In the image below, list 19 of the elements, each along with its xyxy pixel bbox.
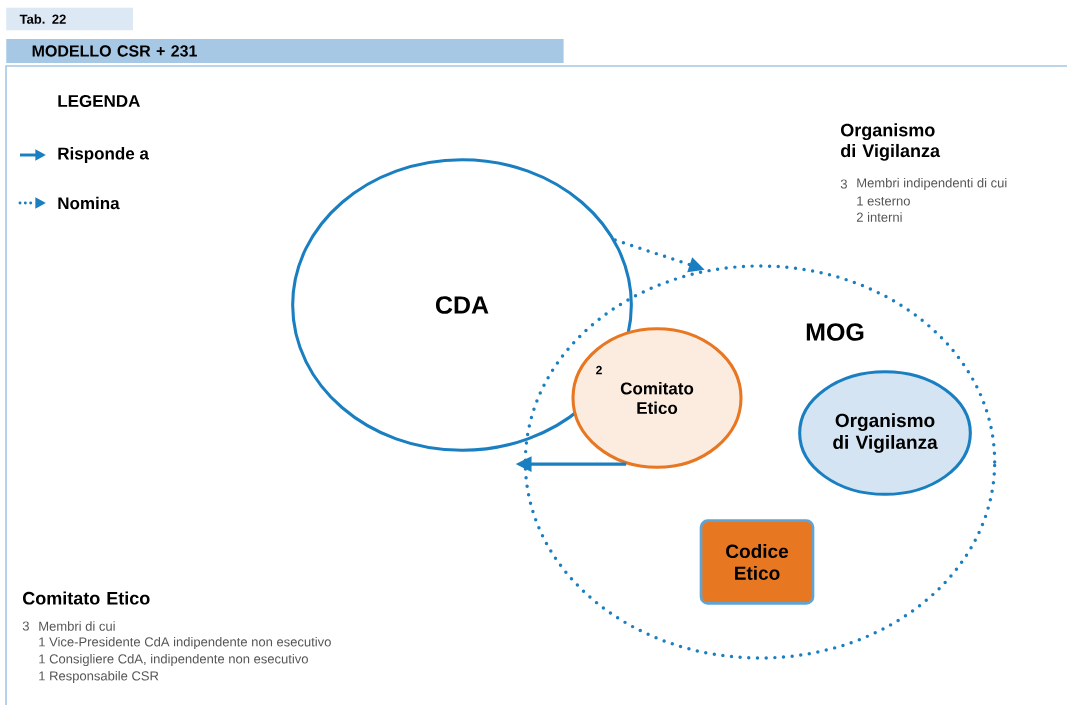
member-text: 1 Consigliere CdA, indipendente non esecutivo [39,653,308,667]
tab-label: Tab. 22 [6,7,133,31]
member-text: Membri di cui [39,621,115,631]
heading: Organismo di Vigilanza [841,123,941,161]
member-text: 1 esterno [857,196,910,206]
member-count: 3 [22,621,29,631]
circle-label: MOG [806,323,864,341]
process-box: Codice Etico [699,519,815,605]
member-count: 3 [840,179,847,189]
member-count: 2 [596,365,602,375]
title-bar: MODELLO CSR + 231 [6,39,564,63]
member-text: Membri indipendenti di cui [857,177,1007,191]
legend-text: Risponde a [58,147,149,163]
legend-heading: LEGENDA [58,95,140,107]
heading: Comitato Etico [23,591,150,605]
legend-text: Nomina [58,196,120,210]
member-text: 1 Vice-Presidente CdA indipendente non esecutivo [39,636,331,650]
member-text: 1 Responsabile CSR [39,670,159,684]
member-text: 2 interni [856,212,902,222]
